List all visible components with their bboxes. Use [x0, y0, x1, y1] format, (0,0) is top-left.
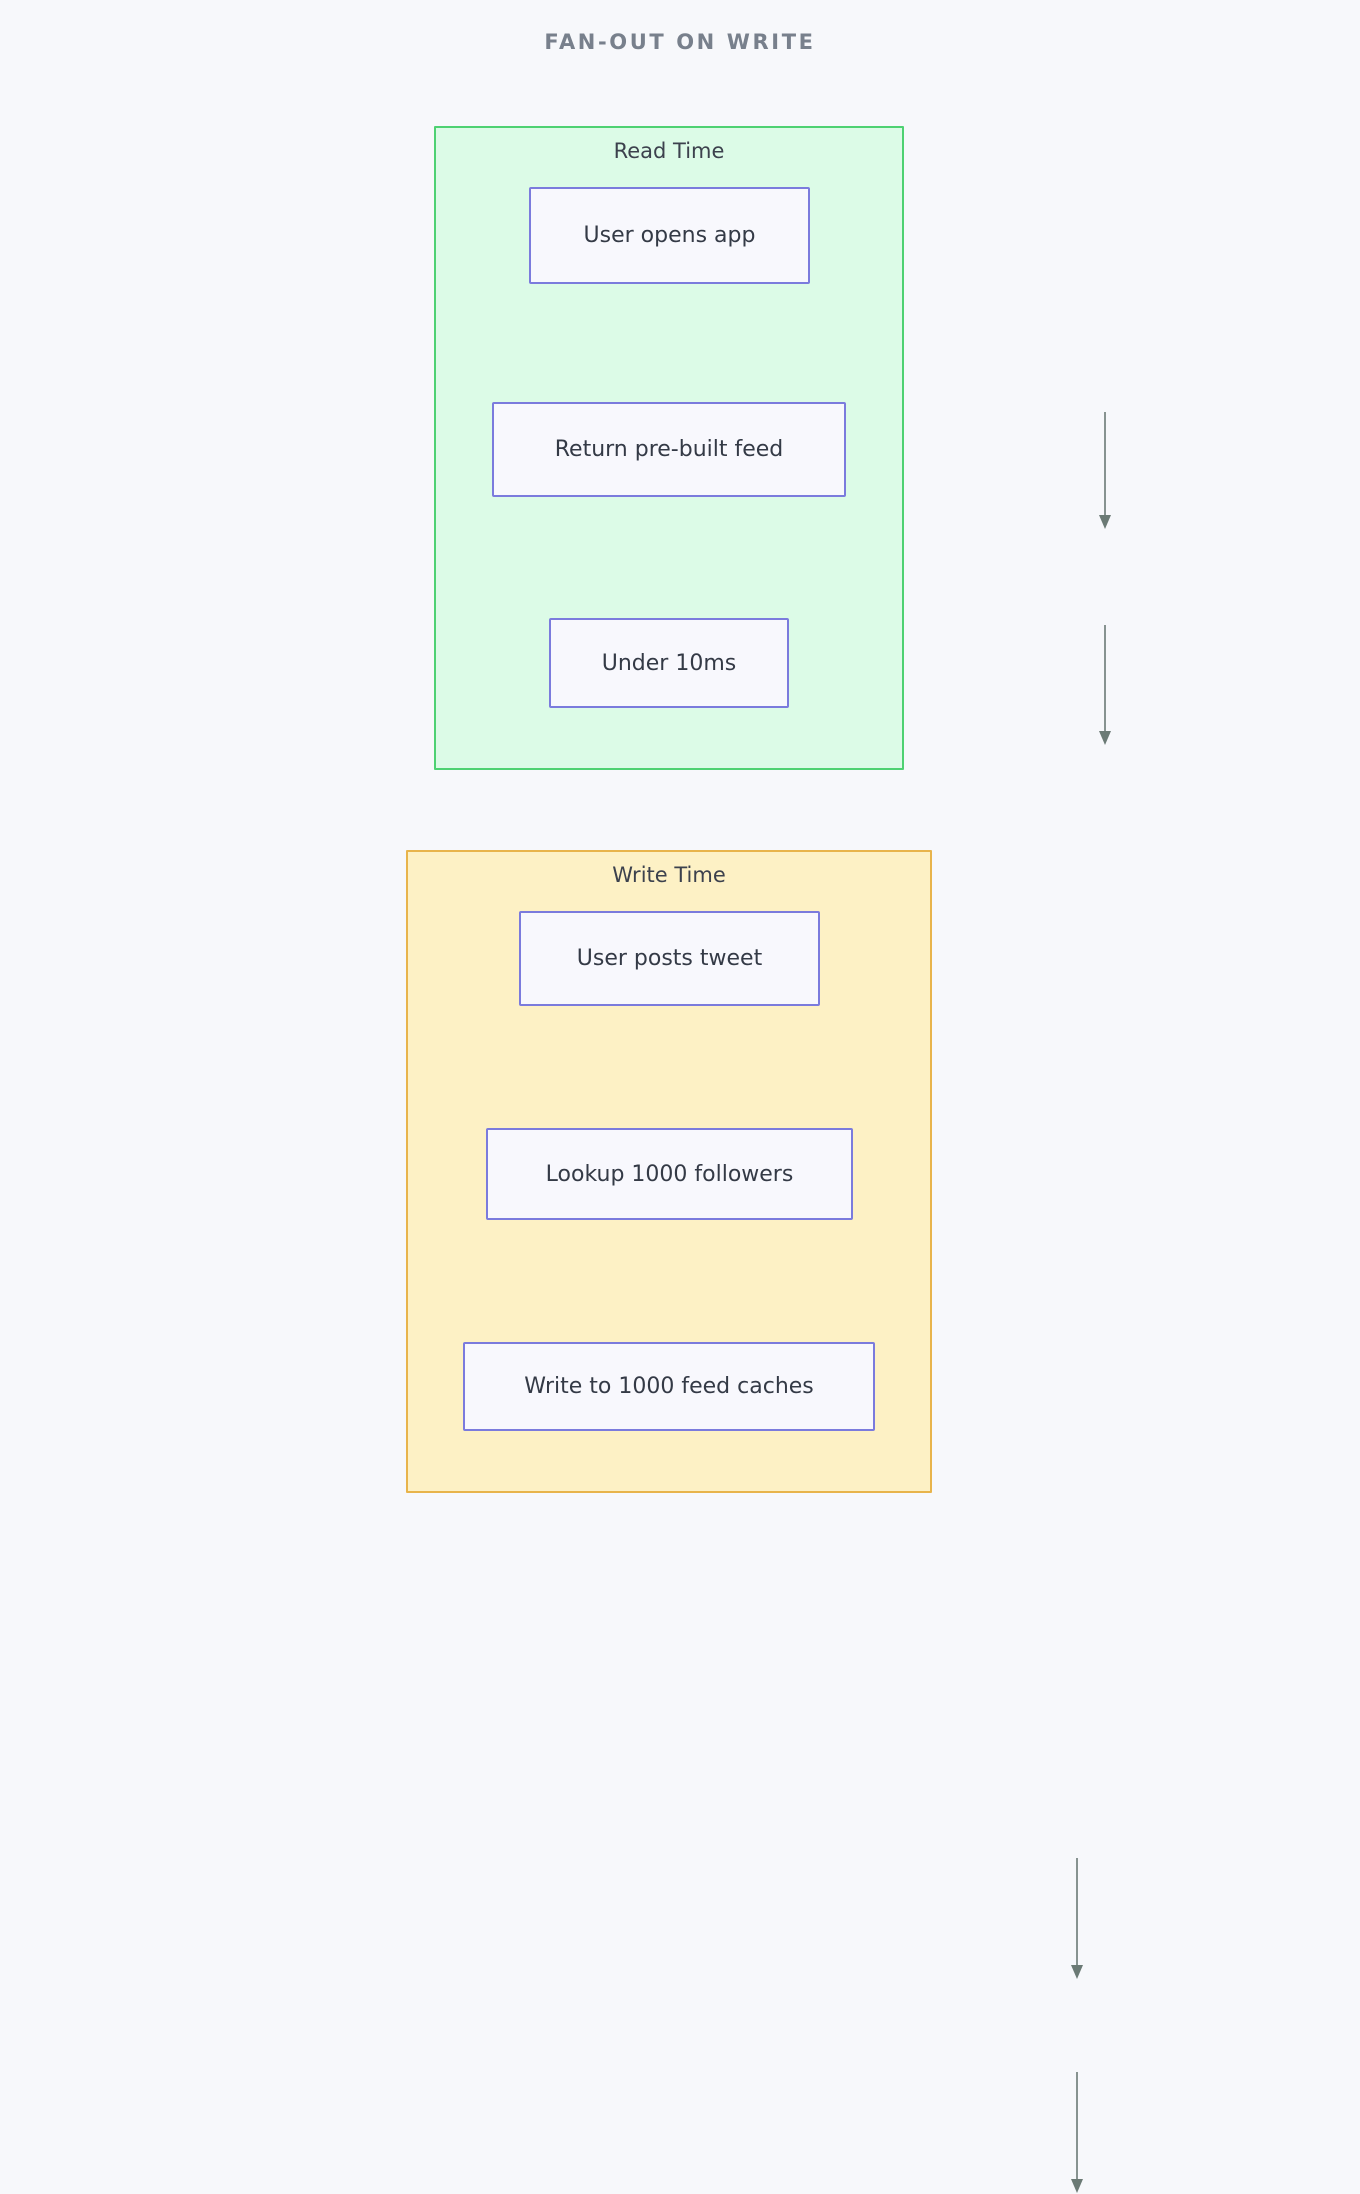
node-lookup-1000-followers[interactable]: Lookup 1000 followers	[486, 1128, 853, 1220]
edge-user-opens-app-to-return-prebuilt	[1096, 412, 1114, 530]
page-title: FAN-OUT ON WRITE	[544, 30, 816, 54]
node-return-pre-built-feed[interactable]: Return pre-built feed	[492, 402, 846, 497]
edge-user-posts-tweet-to-lookup-followers	[1068, 1858, 1086, 1980]
edge-return-prebuilt-to-under-10ms	[1096, 625, 1114, 746]
node-user-opens-app[interactable]: User opens app	[529, 187, 810, 284]
edge-lookup-followers-to-write-feed-caches	[1068, 2072, 1086, 2194]
node-write-to-1000-feed-caches[interactable]: Write to 1000 feed caches	[463, 1342, 875, 1431]
flowchart-canvas: FAN-OUT ON WRITE Read Time User opens ap…	[406, 30, 1114, 2193]
subgraph-write-time-title: Write Time	[612, 863, 726, 887]
node-under-10ms[interactable]: Under 10ms	[549, 618, 789, 708]
node-user-posts-tweet[interactable]: User posts tweet	[519, 911, 820, 1006]
subgraph-read-time-title: Read Time	[613, 139, 725, 163]
